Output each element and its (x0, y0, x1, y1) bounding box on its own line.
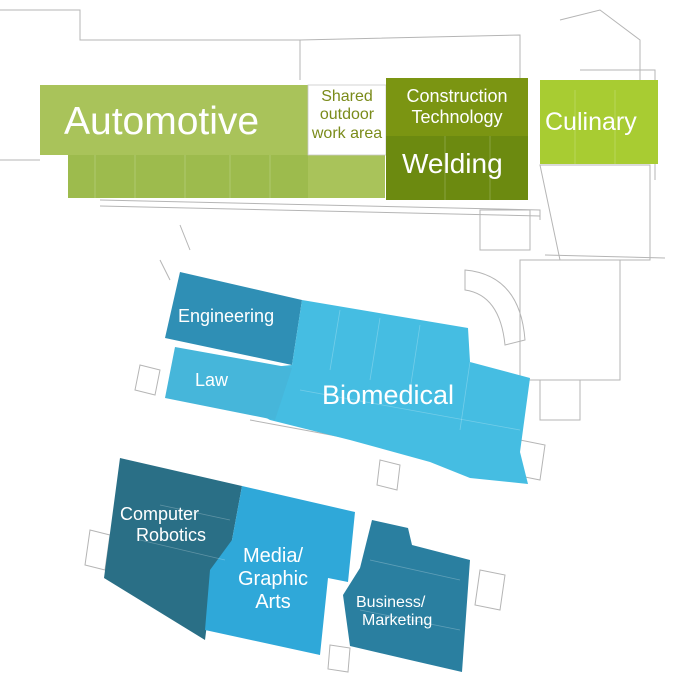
engineering-zone (165, 272, 302, 365)
computer-robotics-zone (104, 458, 242, 640)
automotive-rooms (68, 155, 308, 198)
engineering-label: Engineering (178, 306, 275, 326)
shared-label-line-3: work area (311, 124, 383, 142)
shared-label-line-1: Shared (321, 88, 373, 105)
biomedical-label: Biomedical (322, 380, 455, 410)
construction-technology-label: Construction Technology (388, 86, 526, 127)
shared-outdoor-area (307, 84, 387, 156)
media-line-2: Graphic (237, 568, 309, 590)
law-label: Law (195, 370, 229, 390)
media-graphic-arts-zone (205, 486, 355, 655)
computer-robotics-line-2: Robotics (136, 524, 207, 545)
construction-label-line-1: Construction (406, 86, 508, 106)
construction-technology-zone (386, 78, 528, 136)
business-marketing-label: Business/ Marketing (352, 594, 432, 631)
construction-label-line-2: Technology (411, 106, 503, 127)
welding-label: Welding (402, 148, 503, 179)
media-line-3: Arts (255, 591, 291, 613)
culinary-zone (540, 80, 658, 164)
computer-robotics-label: Computer Robotics (120, 504, 206, 545)
welding-zone (386, 136, 528, 200)
shared-label-line-2: outdoor (319, 106, 375, 124)
media-graphic-arts-label: Media/ Graphic Arts (228, 545, 318, 614)
biomedical-zone (252, 300, 530, 484)
business-line-1: Business/ (356, 594, 426, 611)
shared-outdoor-label: Shared outdoor work area (311, 88, 383, 143)
business-marketing-zone (343, 520, 470, 672)
room-lines (94, 90, 616, 631)
culinary-label: Culinary (545, 108, 637, 136)
computer-robotics-line-1: Computer (120, 504, 200, 524)
automotive-label: Automotive (64, 100, 260, 143)
law-zone (165, 347, 292, 420)
business-line-2: Marketing (362, 612, 433, 630)
media-line-1: Media/ (242, 545, 304, 567)
